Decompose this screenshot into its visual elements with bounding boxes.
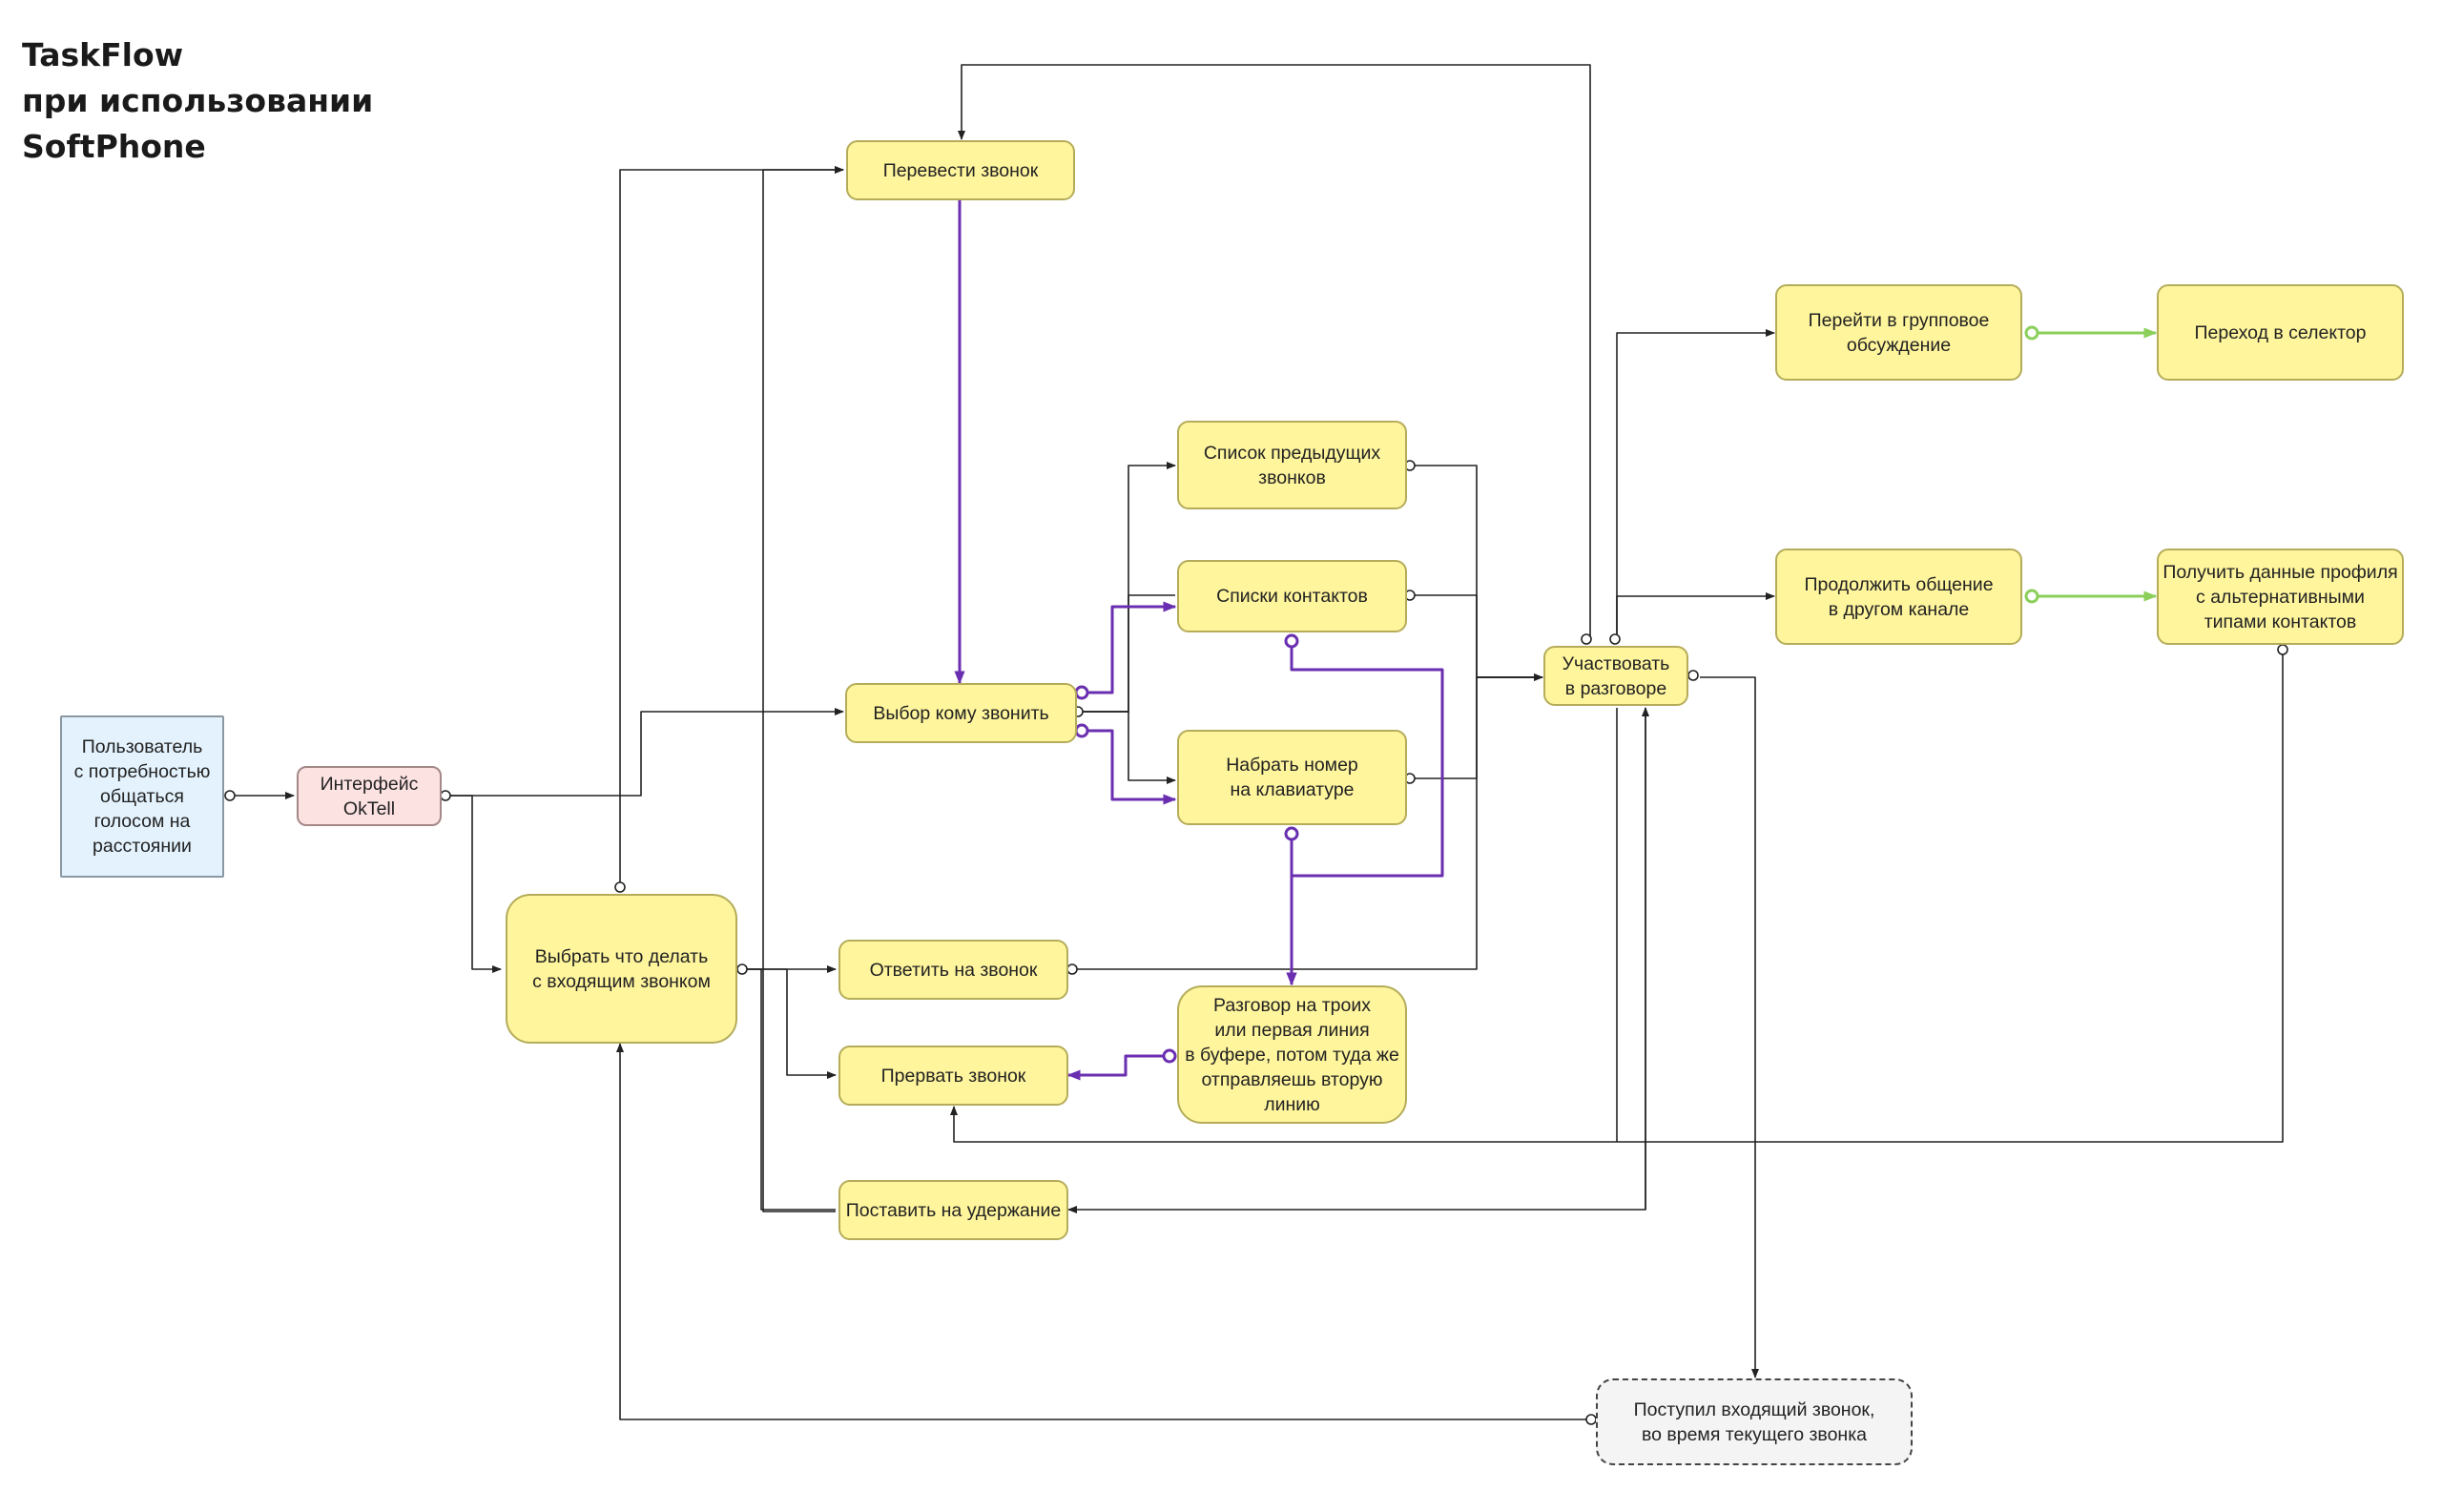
port-incoming-left [1585,1414,1597,1425]
node-interface-label: Интерфейс OkTell [320,773,419,819]
edge-choosewhom-contacts [1082,595,1175,712]
node-incoming-during-label: Поступил входящий звонок, во время текущ… [1633,1398,1875,1445]
node-choose-incoming: Выбрать что делать с входящим звонком [506,894,737,1044]
node-contacts-label: Списки контактов [1216,586,1368,607]
node-answer-call: Ответить на звонок [838,940,1068,1000]
node-selector: Переход в селектор [2157,284,2404,381]
node-incoming-during: Поступил входящий звонок, во время текущ… [1596,1378,1913,1465]
node-choose-incoming-label: Выбрать что делать с входящим звонком [532,945,711,992]
node-choose-whom: Выбор кому звонить [845,683,1077,743]
port-otherchannel-green [2024,589,2039,604]
node-transfer-call-label: Перевести звонок [882,159,1039,181]
edge-chooseincoming-transfer [620,166,844,887]
node-three-way-label: Разговор на троих или первая линия в буф… [1185,994,1399,1115]
port-participate-top-right [1609,633,1621,645]
edge-chooseincoming-hold [742,969,836,1210]
port-choosewhom-purple-bottom [1074,723,1089,738]
edge-hold-transfer [763,166,844,1212]
title-line-1: TaskFlow [22,36,184,73]
port-chooseincoming-top [614,881,626,893]
node-prev-calls: Список предыдущих звонков [1177,421,1407,509]
node-other-channel-label: Продолжить общение в другом канале [1804,573,1994,620]
node-drop-call-label: Прервать звонок [880,1065,1026,1087]
node-transfer-call: Перевести звонок [846,140,1075,200]
port-user-out [224,790,236,801]
node-profile-data-label: Получить данные профиля с альтернативным… [2163,561,2398,632]
node-prev-calls-label: Список предыдущих звонков [1203,442,1381,488]
node-drop-call: Прервать звонок [838,1046,1068,1106]
edge-participate-transfer [958,65,1590,639]
edge-interface-chooseincoming [445,796,502,973]
port-profile-bottom [2277,644,2288,655]
edge-dial-participate [1414,677,1542,778]
edge-participate-drop [950,708,1617,1142]
node-interface: Интерфейс OkTell [297,766,442,826]
node-user: Пользователь с потребностью общаться гол… [60,715,224,878]
diagram-title: TaskFlow при использовании SoftPhone [22,32,373,170]
node-put-on-hold-label: Поставить на удержание [845,1199,1062,1221]
node-contacts: Списки контактов [1177,560,1407,632]
edge-participate-incoming [1700,677,1759,1378]
node-choose-whom-label: Выбор кому звонить [873,702,1049,724]
port-participate-right [1687,670,1699,681]
node-three-way: Разговор на троих или первая линия в буф… [1177,985,1407,1124]
node-selector-label: Переход в селектор [2194,321,2367,343]
edge-threeway-drop [1066,1056,1169,1081]
node-participate: Участвовать в разговоре [1543,646,1688,706]
node-profile-data: Получить данные профиля с альтернативным… [2157,549,2404,645]
port-contacts-purple [1284,633,1299,649]
node-user-label: Пользователь с потребностью общаться гол… [73,736,211,857]
node-dial-number: Набрать номер на клавиатуре [1177,730,1407,825]
edge-chooseincoming-drop [742,969,837,1079]
node-group-chat-label: Перейти в групповое обсуждение [1808,309,1990,356]
edge-profile-drop [1617,650,2283,1142]
port-answer-right [1066,963,1078,975]
title-line-3: SoftPhone [22,128,206,165]
port-participate-top-left [1581,633,1592,645]
edge-answer-participate [1076,677,1542,969]
edge-prevcalls-participate [1414,466,1543,681]
edge-participate-group [1617,329,1775,639]
edge-choosewhom-dial-purple [1082,731,1177,805]
edge-interface-choosewhom [445,708,844,796]
port-choosewhom-purple-top [1074,685,1089,700]
node-answer-call-label: Ответить на звонок [869,959,1038,981]
edge-choosewhom-dial [1082,712,1176,784]
node-put-on-hold: Поставить на удержание [838,1180,1068,1240]
node-group-chat: Перейти в групповое обсуждение [1775,284,2022,381]
edge-incoming-chooseincoming [616,1043,1591,1419]
node-dial-number-label: Набрать номер на клавиатуре [1226,755,1358,800]
node-participate-label: Участвовать в разговоре [1562,652,1670,699]
edge-contacts-participate [1414,595,1543,681]
edge-choosewhom-contacts-purple [1082,601,1177,693]
node-other-channel: Продолжить общение в другом канале [1775,549,2022,645]
edge-participate-otherchannel [1617,592,1775,639]
port-dial-purple [1284,826,1299,841]
title-line-2: при использовании [22,82,374,119]
port-threeway-purple [1162,1048,1177,1064]
port-interface-out [440,790,451,801]
port-group-green [2024,325,2039,341]
port-chooseincoming-right [736,963,748,975]
